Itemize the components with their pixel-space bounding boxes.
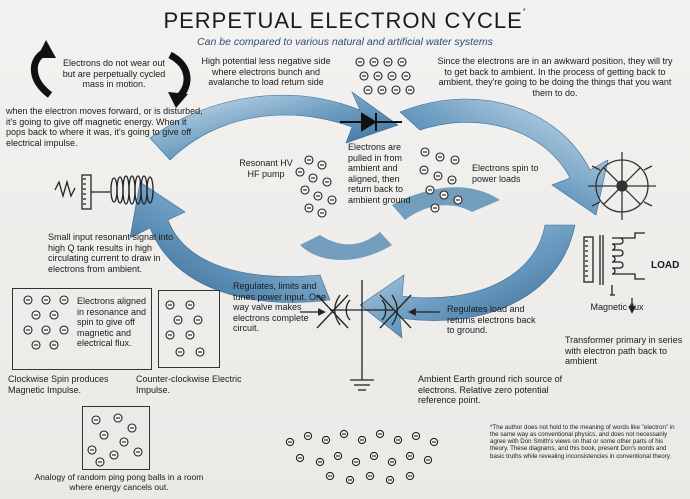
transformer-icon bbox=[583, 232, 645, 296]
note-regulates-load: Regulates load and returns electrons bac… bbox=[447, 304, 536, 336]
note-ambient-earth: Ambient Earth ground rich source of elec… bbox=[418, 374, 563, 406]
label-spin-to-power: Electrons spin to power loads bbox=[472, 163, 539, 184]
inner-right-arrow bbox=[392, 187, 500, 220]
label-magnetic-flux: Magnetic flux bbox=[590, 302, 644, 312]
page-subtitle: Can be compared to various natural and a… bbox=[197, 36, 493, 48]
ground-circuit bbox=[300, 280, 636, 391]
inner-left-arrow bbox=[300, 232, 392, 260]
counter-clockwise-box bbox=[158, 290, 220, 368]
label-clockwise-spin: Clockwise Spin produces Magnetic Impulse… bbox=[8, 374, 109, 395]
note-moves-forward: when the electron moves forward, or is d… bbox=[6, 106, 203, 148]
ping-pong-box bbox=[82, 406, 150, 470]
footnote: *The author does not hold to the meaning… bbox=[490, 424, 675, 460]
label-counter-clockwise: Counter-clockwise Electric Impulse. bbox=[136, 374, 242, 395]
note-regulates-limits: Regulates, limits and tunes power input.… bbox=[233, 281, 327, 334]
page-title: PERPETUAL ELECTRON CYCLE* bbox=[163, 8, 527, 33]
note-transformer: Transformer primary in series with elect… bbox=[565, 335, 683, 367]
curved-arrow-down-icon bbox=[168, 51, 191, 101]
water-wheel-icon bbox=[588, 152, 656, 220]
note-small-input: Small input resonant signal into high Q … bbox=[48, 232, 174, 274]
top-left-arrow bbox=[149, 91, 399, 161]
label-load: LOAD bbox=[651, 260, 680, 271]
note-electrons-do-not-wear: Electrons do not wear out but are perpet… bbox=[62, 58, 166, 90]
note-high-potential: High potential less negative side where … bbox=[201, 56, 331, 88]
bottom-left-arrow bbox=[129, 181, 331, 303]
note-aligned-resonance: Electrons aligned in resonance and spin … bbox=[77, 296, 147, 349]
label-pulled-in: Electrons are pulled in from ambient and… bbox=[348, 142, 411, 206]
electron-particles bbox=[23, 57, 463, 485]
clockwise-spin-box bbox=[12, 288, 152, 370]
note-awkward-position: Since the electrons are in an awkward po… bbox=[437, 56, 673, 98]
label-resonant-pump: Resonant HV HF pump bbox=[239, 158, 293, 179]
diode-icon bbox=[340, 112, 402, 132]
curved-arrow-up-icon bbox=[30, 48, 53, 98]
note-ping-pong: Analogy of random ping pong balls in a r… bbox=[34, 472, 204, 493]
resonant-coil-icon bbox=[54, 174, 154, 210]
